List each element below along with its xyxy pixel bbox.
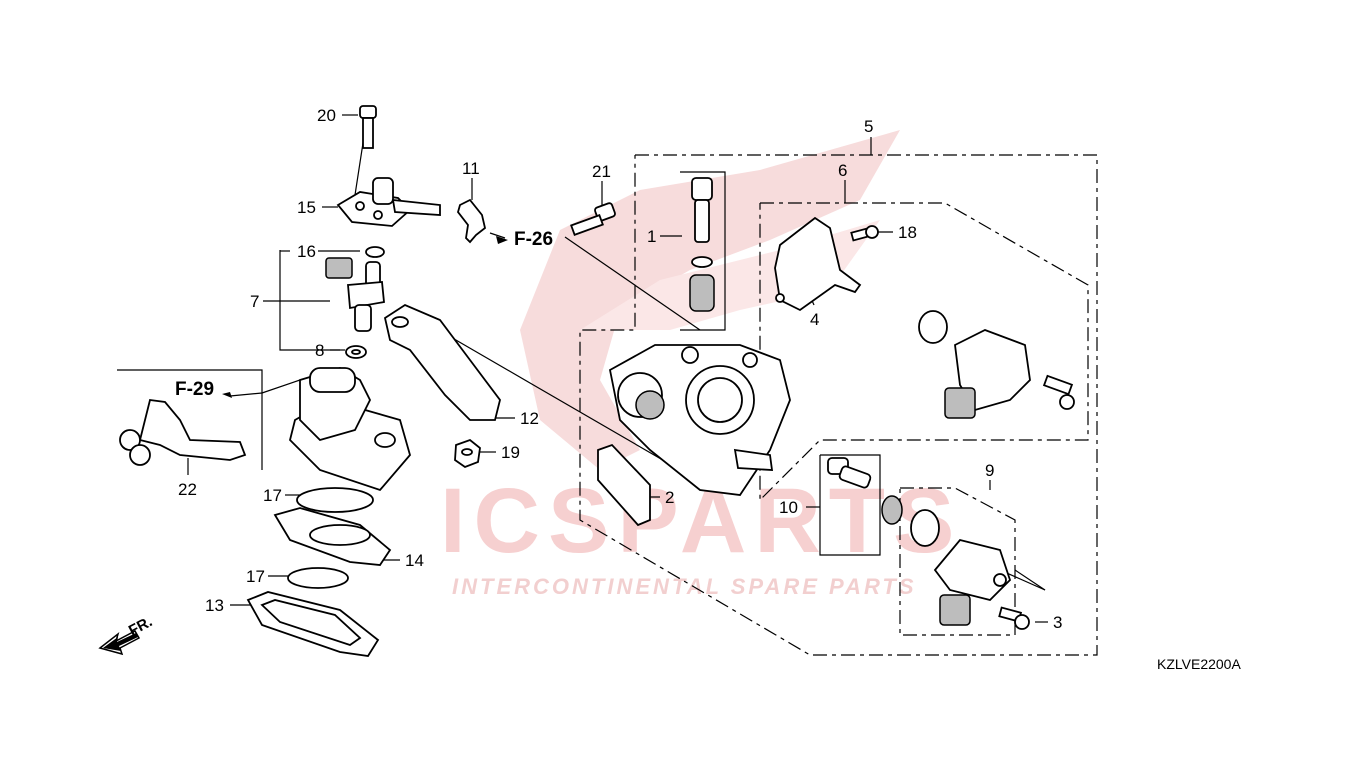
part-1-plunger (689, 177, 715, 312)
part-label-11: 11 (462, 159, 480, 178)
part-label-9: 9 (985, 461, 994, 480)
watermark-tagline: INTERCONTINENTAL SPARE PARTS (452, 574, 917, 599)
part-label-4: 4 (810, 310, 819, 329)
part-12-insulator-arm (383, 303, 501, 421)
part-label-12: 12 (520, 409, 539, 428)
part-7-injector (325, 257, 385, 332)
leader-lines (187, 114, 1048, 623)
assembly-7-bracket (279, 250, 340, 351)
part-14-intake-pipe (289, 367, 411, 492)
f26-arrow-icon (496, 236, 508, 244)
part-21-bolt (570, 202, 616, 236)
part-11-clip (457, 198, 487, 244)
part-17-oring-upper (296, 487, 374, 513)
assembly-f29-bracket (117, 369, 263, 470)
part-label-17-upper: 17 (263, 486, 282, 505)
part-label-14: 14 (405, 551, 424, 570)
diagram-code: KZLVE2200A (1157, 656, 1241, 672)
part-label-2: 2 (665, 488, 674, 507)
part-label-21: 21 (592, 162, 611, 181)
throttle-body (608, 344, 791, 496)
part-13-gasket (246, 591, 380, 657)
part-22-clamp (119, 399, 247, 466)
f29-arrow-icon (222, 392, 263, 398)
part-label-19: 19 (501, 443, 520, 462)
part-4-bracket (774, 216, 862, 312)
part-20-bolt (359, 105, 377, 149)
assembly-1-bracket (680, 171, 726, 331)
assembly-10-bracket (819, 454, 881, 556)
throttle-position-sensor (944, 329, 1075, 419)
part-label-10: 10 (779, 498, 798, 517)
part-label-5: 5 (864, 117, 873, 136)
part-3-screw (998, 606, 1030, 630)
part-label-8: 8 (315, 341, 324, 360)
part-14-gasket-plate (273, 507, 392, 566)
part-16-oring (365, 246, 385, 258)
part-label-15: 15 (297, 198, 316, 217)
assembly-5-boundary (579, 154, 1098, 656)
front-arrow-icon (98, 629, 141, 656)
part-8-washer (345, 345, 367, 359)
reference-f29: F-29 (175, 379, 214, 400)
assembly-9-boundary (899, 487, 1016, 636)
part-label-20: 20 (317, 106, 336, 125)
part-17-oring-lower (287, 567, 349, 589)
part-label-16: 16 (297, 242, 316, 261)
reference-f26: F-26 (514, 229, 553, 250)
part-10-iacv (827, 457, 940, 547)
part-label-3: 3 (1053, 613, 1062, 632)
part-label-18: 18 (898, 223, 917, 242)
part-label-13: 13 (205, 596, 224, 615)
part-label-7: 7 (250, 292, 259, 311)
part-19-nut (454, 438, 481, 469)
part-label-6: 6 (838, 161, 847, 180)
part-9-map-sensor (933, 538, 1012, 626)
part-18-screw (850, 225, 879, 242)
part-label-17-lower: 17 (246, 567, 265, 586)
part-label-22: 22 (178, 480, 197, 499)
part-15-sensor-mount (336, 177, 441, 227)
part-label-1: 1 (647, 227, 656, 246)
part-oring-sensor (918, 310, 948, 344)
part-2-gasket (597, 443, 651, 527)
assembly-6-boundary (759, 202, 1089, 502)
